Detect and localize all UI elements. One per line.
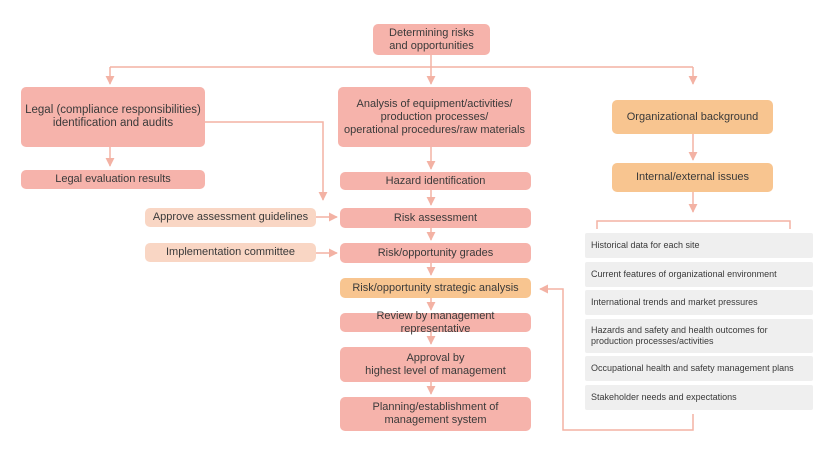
strategic-analysis-box: Risk/opportunity strategic analysis xyxy=(340,278,531,298)
list-item-historical-data: Historical data for each site xyxy=(585,233,813,258)
list-item-ohs-plans: Occupational health and safety managemen… xyxy=(585,356,813,381)
planning-box: Planning/establishment of management sys… xyxy=(340,397,531,431)
internal-external-issues-box: Internal/external issues xyxy=(612,163,773,192)
risk-grades-box: Risk/opportunity grades xyxy=(340,243,531,263)
determining-risks-box: Determining risks and opportunities xyxy=(373,24,490,55)
legal-identification-box: Legal (compliance responsibilities) iden… xyxy=(21,87,205,147)
approve-guidelines-box: Approve assessment guidelines xyxy=(145,208,316,227)
organizational-background-box: Organizational background xyxy=(612,100,773,134)
hazard-identification-box: Hazard identification xyxy=(340,172,531,190)
approval-box: Approval by highest level of management xyxy=(340,347,531,382)
legal-evaluation-box: Legal evaluation results xyxy=(21,170,205,189)
list-item-hazards-outcomes: Hazards and safety and health outcomes f… xyxy=(585,319,813,353)
list-item-current-features: Current features of organizational envir… xyxy=(585,262,813,287)
analysis-box: Analysis of equipment/activities/ produc… xyxy=(338,87,531,147)
risk-assessment-box: Risk assessment xyxy=(340,208,531,228)
management-review-box: Review by management representative xyxy=(340,310,531,335)
list-item-stakeholder-needs: Stakeholder needs and expectations xyxy=(585,385,813,410)
implementation-committee-box: Implementation committee xyxy=(145,243,316,262)
list-item-international-trends: International trends and market pressure… xyxy=(585,290,813,315)
